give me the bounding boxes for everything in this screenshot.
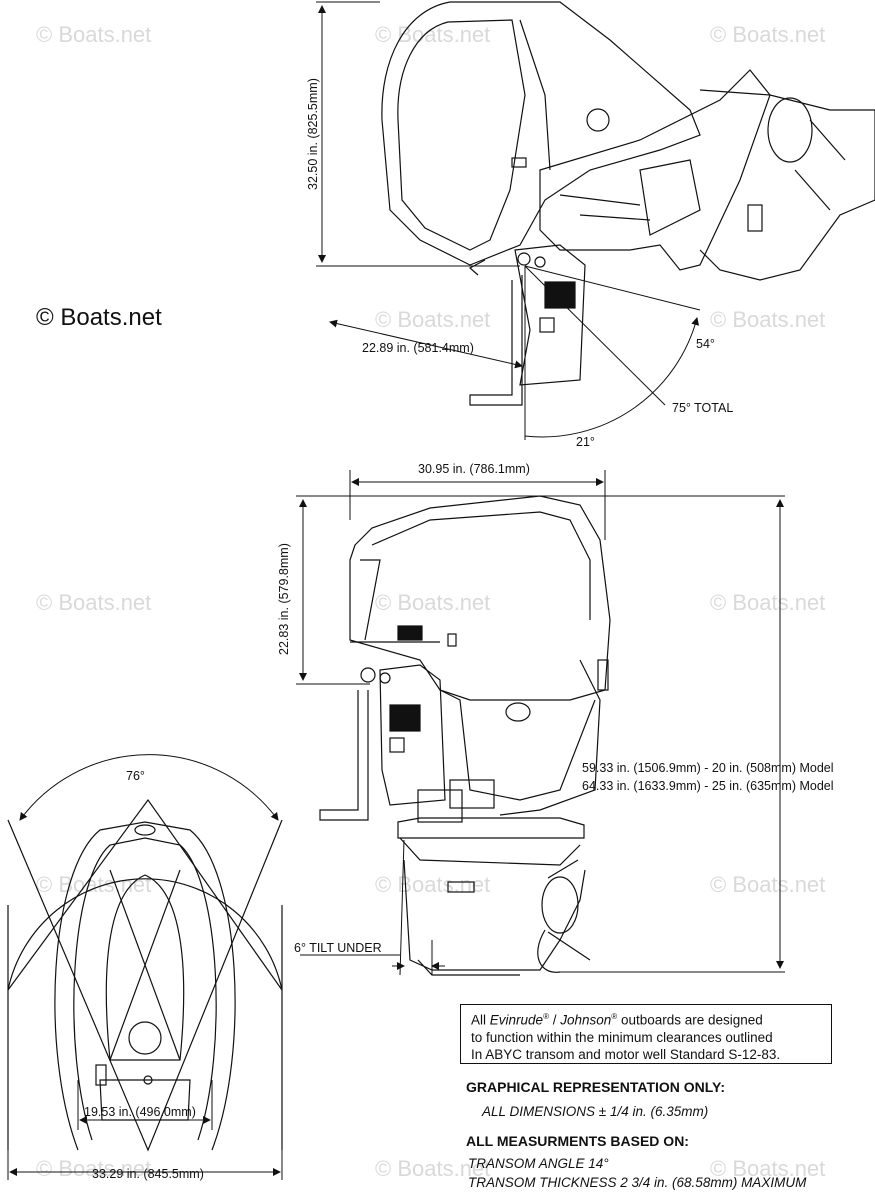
- clearance-note-box: All Evinrude® / Johnson® outboards are d…: [460, 1004, 832, 1064]
- rear-dimension-lines: [7, 754, 283, 1180]
- transom-angle-text: TRANSOM ANGLE 14°: [468, 1156, 609, 1171]
- dimension-label-tilt-under: 6° TILT UNDER: [294, 941, 382, 955]
- tilted-motor-view: [381, 1, 875, 406]
- watermark: © Boats.net: [710, 872, 825, 897]
- side-dimension-lines: [296, 470, 785, 976]
- note-line-2: to function within the minimum clearance…: [471, 1029, 773, 1045]
- copyright-label: © Boats.net: [36, 304, 162, 331]
- watermark: © Boats.net: [375, 590, 490, 615]
- dimension-label-width-inner: 19.53 in. (496.0mm): [84, 1105, 196, 1119]
- watermark: © Boats.net: [375, 22, 490, 47]
- watermark: © Boats.net: [36, 872, 151, 897]
- watermark: © Boats.net: [710, 590, 825, 615]
- watermark: © Boats.net: [36, 590, 151, 615]
- dimension-label-height-upper: 22.83 in. (579.8mm): [277, 543, 291, 655]
- measurements-header: ALL MEASURMENTS BASED ON:: [466, 1133, 689, 1149]
- transom-thickness-text: TRANSOM THICKNESS 2 3/4 in. (68.58mm) MA…: [468, 1175, 807, 1190]
- graphical-header: GRAPHICAL REPRESENTATION ONLY:: [466, 1079, 726, 1095]
- watermark: © Boats.net: [710, 22, 825, 47]
- angle-label-total: 75° TOTAL: [672, 401, 733, 415]
- dimension-label-width-top: 30.95 in. (786.1mm): [418, 462, 530, 476]
- watermark: © Boats.net: [375, 872, 490, 897]
- watermark: © Boats.net: [375, 307, 490, 332]
- side-view-motor: [319, 495, 611, 976]
- dimension-label-width-outer: 33.29 in. (845.5mm): [92, 1167, 204, 1181]
- watermark: © Boats.net: [710, 307, 825, 332]
- dimension-label-tilt-height: 32.50 in. (825.5mm): [306, 78, 320, 190]
- dimension-label-tilt-reach: 22.89 in. (581.4mm): [362, 341, 474, 355]
- tilt-dimension-lines: [316, 1, 701, 440]
- angle-label-21: 21°: [576, 435, 595, 449]
- dimension-label-height-20: 59.33 in. (1506.9mm) - 20 in. (508mm) Mo…: [582, 761, 834, 775]
- dimension-label-height-25: 64.33 in. (1633.9mm) - 25 in. (635mm) Mo…: [582, 779, 834, 793]
- watermark: © Boats.net: [36, 22, 151, 47]
- note-line-3: In ABYC transom and motor well Standard …: [471, 1046, 781, 1062]
- angle-label-54: 54°: [696, 337, 715, 351]
- note-line-1: All Evinrude® / Johnson® outboards are d…: [471, 1012, 763, 1028]
- tolerance-text: ALL DIMENSIONS ± 1/4 in. (6.35mm): [482, 1104, 709, 1119]
- angle-label-76: 76°: [126, 769, 145, 783]
- watermark-layer: © Boats.net © Boats.net © Boats.net © Bo…: [36, 22, 825, 1181]
- watermark: © Boats.net: [710, 1156, 825, 1181]
- watermark: © Boats.net: [375, 1156, 490, 1181]
- rear-view-motor: [7, 798, 283, 1152]
